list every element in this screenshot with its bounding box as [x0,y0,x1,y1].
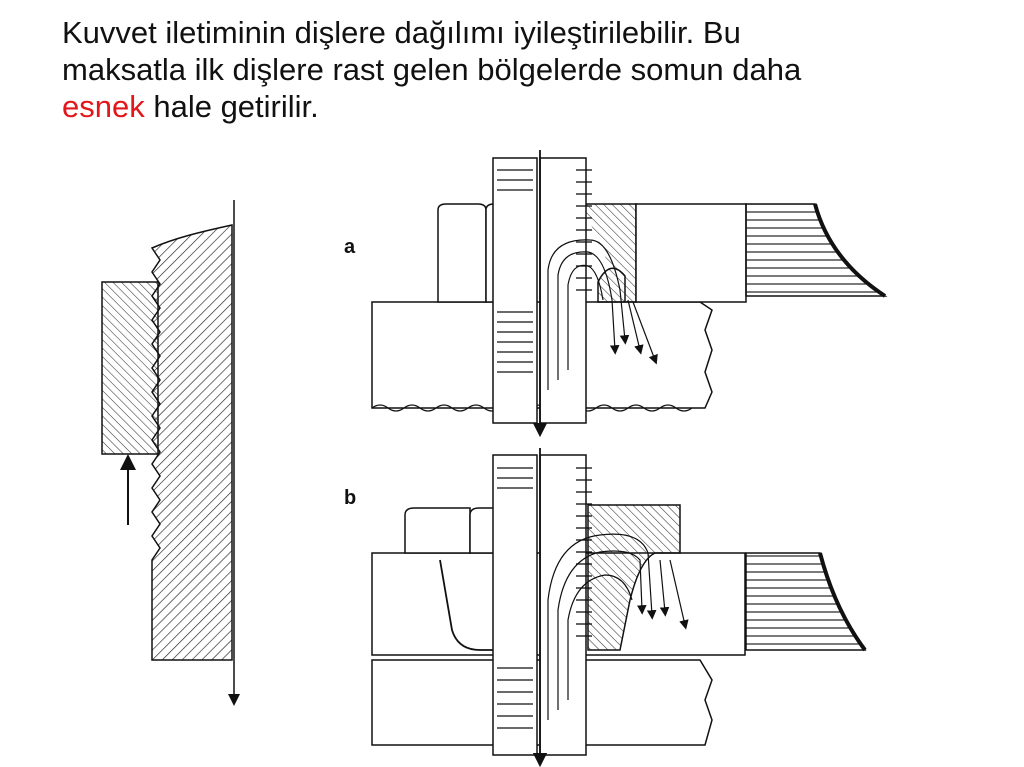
clamped-part-b [745,552,867,651]
figure-a [371,150,888,438]
bolt-section [150,224,233,661]
title-line-2: maksatla ilk dişlere rast gelen bölgeler… [62,52,802,87]
bolt-shank-a [492,157,538,424]
slide-title: Kuvvet iletiminin dişlere dağılımı iyile… [62,14,1002,125]
nut-section-b [587,504,681,651]
title-line-1: Kuvvet iletiminin dişlere dağılımı iyile… [62,15,741,50]
title-line-3: hale getirilir. [144,89,319,124]
title-highlight-word: esnek [62,89,145,124]
figure-b [371,448,867,767]
label-b: b [344,487,357,509]
thread-detail-left [101,200,240,706]
hex-nut-b [404,507,471,554]
bolt-shank-b [492,454,538,756]
nut-section-a [582,203,637,303]
hex-nut-a [437,203,487,303]
label-a: a [344,236,356,258]
nut-section [101,281,159,455]
